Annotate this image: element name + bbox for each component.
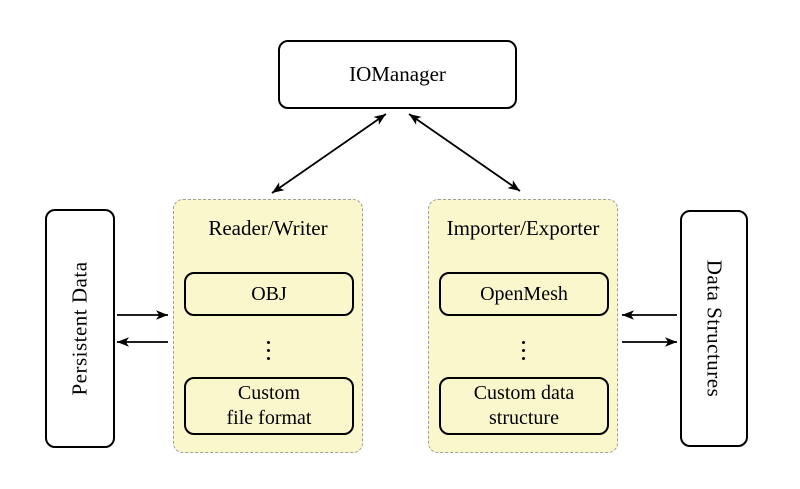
reader-writer-label: Reader/Writer (208, 216, 328, 240)
node-openmesh: OpenMesh (439, 272, 609, 316)
data-structures-label: Data Structures (702, 259, 727, 398)
arrow-iomanager-readerwriter (271, 113, 387, 194)
node-data-structures: Data Structures (680, 210, 748, 447)
node-iomanager: IOManager (278, 40, 517, 109)
persistent-data-label: Persistent Data (67, 261, 92, 396)
custom-file-format-label: Custom file format (226, 382, 312, 429)
arrow-iomanager-importerexporter (408, 113, 521, 192)
obj-label: OBJ (251, 282, 287, 305)
importer-exporter-label: Importer/Exporter (446, 216, 600, 240)
custom-data-structure-label: Custom data structure (473, 382, 575, 429)
group-importer-exporter: Importer/Exporter OpenMesh Custom data s… (428, 199, 618, 453)
iomanager-label: IOManager (349, 62, 446, 86)
node-custom-data-structure: Custom data structure (439, 377, 609, 435)
node-persistent-data: Persistent Data (45, 209, 115, 448)
node-custom-file-format: Custom file format (184, 377, 354, 435)
group-reader-writer: Reader/Writer OBJ Custom file format (173, 199, 363, 453)
openmesh-label: OpenMesh (480, 282, 568, 305)
vertical-ellipsis-icon (174, 337, 362, 363)
node-obj: OBJ (184, 272, 354, 316)
vertical-ellipsis-icon (429, 337, 617, 363)
